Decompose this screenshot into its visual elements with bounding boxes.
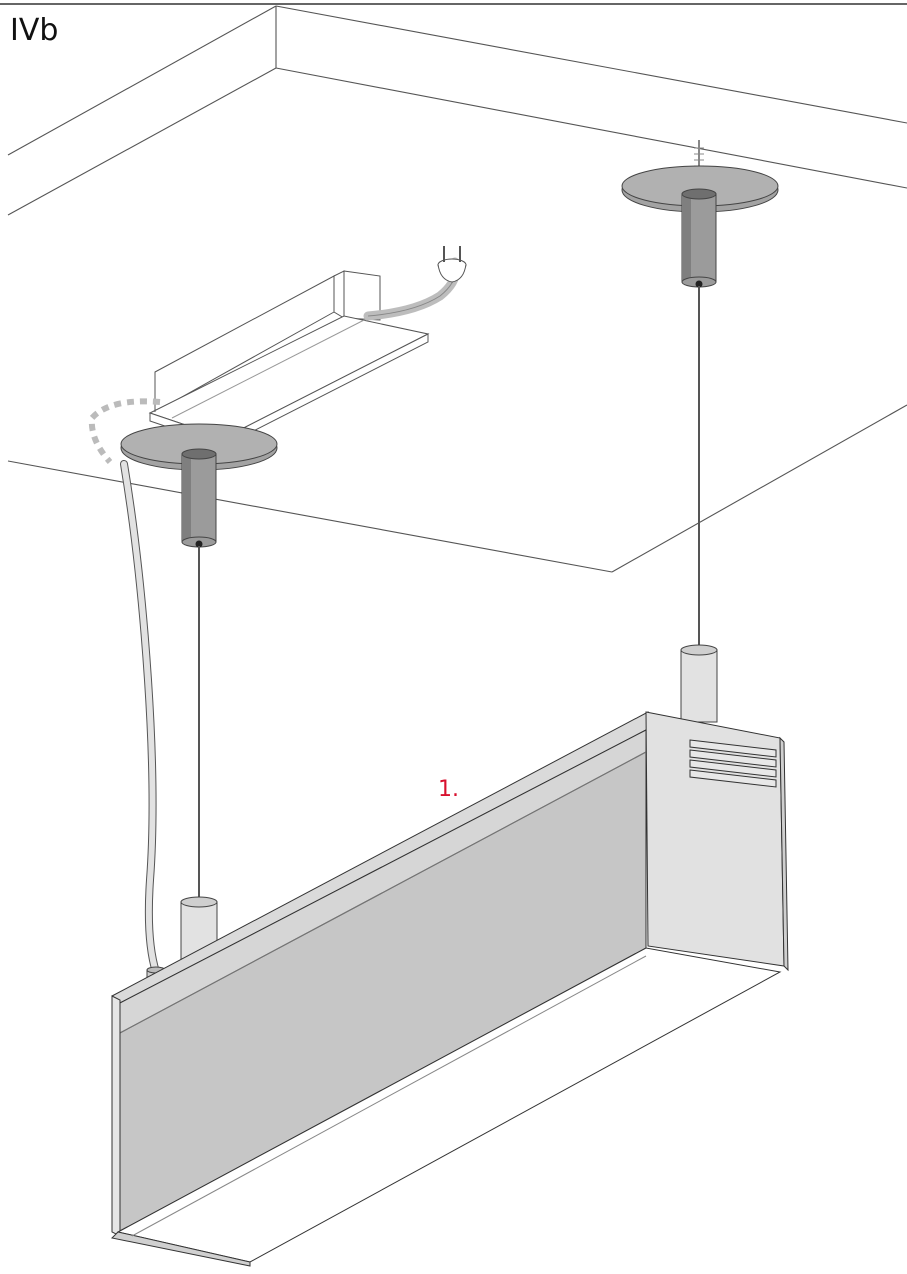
ceiling-edge <box>7 67 277 216</box>
supply-cable <box>120 460 166 987</box>
wire-gripper <box>680 649 718 723</box>
ceiling <box>7 5 907 573</box>
vent-slots <box>689 739 777 788</box>
ceiling-edge <box>7 5 277 156</box>
ceiling-edge <box>611 404 907 573</box>
figure-label: IVb <box>10 13 58 48</box>
left-suspension <box>120 423 278 965</box>
step-marker: 1. <box>438 777 459 802</box>
ceiling-edge <box>275 5 907 124</box>
luminaire <box>110 711 789 1267</box>
driver-box <box>148 270 430 447</box>
ceiling-edge <box>275 67 907 189</box>
ceiling-edge <box>7 460 613 573</box>
right-suspension <box>621 140 779 723</box>
power-plug <box>363 246 467 321</box>
